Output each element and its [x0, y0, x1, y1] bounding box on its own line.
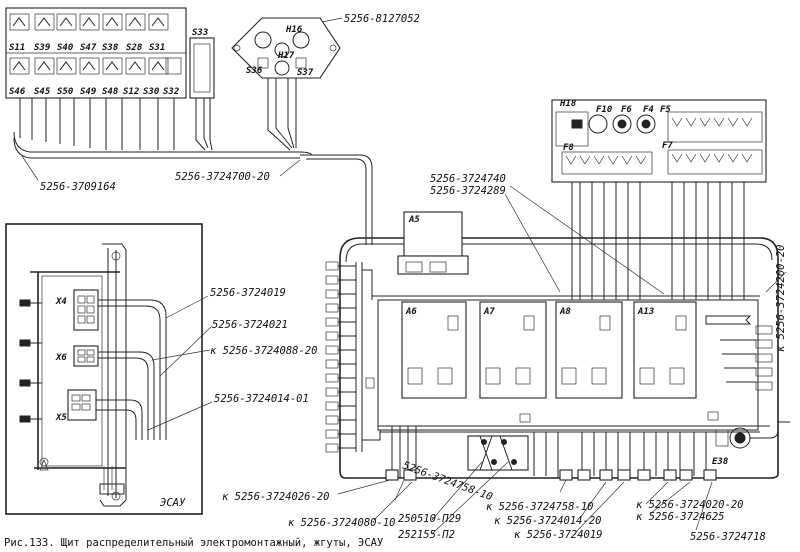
esau-inset: X4 X6 X5 ЭСАУ	[5, 223, 203, 515]
switch-label-s45: S45	[34, 87, 51, 97]
a6-label: A6	[405, 307, 417, 317]
label-3724718: 5256-3724718	[690, 531, 766, 543]
s33-label: S33	[192, 28, 208, 38]
switch-label-s38: S38	[102, 43, 118, 53]
harness-3724740	[571, 182, 745, 300]
label-3709164: 5256-3709164	[40, 181, 116, 193]
a5-label: A5	[408, 215, 420, 225]
f6-label: F6	[621, 105, 632, 115]
fuse-block: H18 F10 F6 F4 F5 F7 F8	[551, 99, 767, 183]
h18-label: H18	[559, 99, 576, 109]
label-3724740: 5256-3724740	[430, 173, 506, 185]
switch-label-s47: S47	[80, 43, 97, 53]
f10-label: F10	[596, 105, 613, 115]
switch-label-s50: S50	[57, 87, 74, 97]
switch-label-s31: S31	[149, 43, 165, 53]
switch-label-s49: S49	[80, 87, 96, 97]
e38-label: E38	[712, 457, 728, 467]
a8-label: A8	[559, 307, 571, 317]
label-3724020-20: к 5256-3724020-20	[636, 499, 743, 511]
esau-title: ЭСАУ	[160, 497, 186, 509]
label-3724021: 5256-3724021	[212, 319, 288, 331]
f8-label: F8	[563, 143, 574, 153]
switch-label-s30: S30	[143, 87, 160, 97]
switch-label-s46: S46	[9, 87, 26, 97]
s37-label: S37	[297, 68, 314, 78]
indicator-plate-8127052: H16 H17 S36 S37 5256-8127052	[231, 13, 420, 151]
label-8127052: 5256-8127052	[344, 13, 420, 25]
h17-label: H17	[277, 51, 295, 61]
switch-label-s28: S28	[126, 43, 142, 53]
switch-s33: S33	[189, 28, 215, 151]
label-3724700-20: 5256-3724700-20	[175, 171, 270, 183]
figure-caption: Рис.133. Щит распределительный электромо…	[4, 537, 383, 549]
label-3724019: 5256-3724019	[210, 287, 286, 299]
switch-label-s40: S40	[57, 43, 74, 53]
label-3724014-20: к 5256-3724014-20	[494, 515, 601, 527]
switch-panel: S11 S39 S40 S47 S38 S28 S31 S46 S45 S50 …	[5, 7, 187, 99]
main-panel: A5 A6 A7 A8 A13	[325, 211, 790, 481]
f5-label: F5	[660, 105, 671, 115]
x4-label: X4	[55, 297, 67, 307]
switch-label-s39: S39	[34, 43, 50, 53]
label-3724026-20: к 5256-3724026-20	[222, 491, 329, 503]
h16-label: H16	[285, 25, 303, 35]
a13-label: A13	[637, 307, 654, 317]
switch-label-s48: S48	[102, 87, 118, 97]
label-3724289: 5256-3724289	[430, 185, 506, 197]
switch-label-s12: S12	[123, 87, 139, 97]
s36-label: S36	[246, 66, 263, 76]
label-3724088-20: к 5256-3724088-20	[210, 345, 317, 357]
label-3724758-10b: к 5256-3724758-10	[486, 501, 593, 513]
harness-3709164	[13, 98, 373, 245]
label-3724625: к 5256-3724625	[636, 511, 725, 523]
switch-label-s11: S11	[9, 43, 25, 53]
f4-label: F4	[643, 105, 654, 115]
label-3724080-10: к 5256-3724080-10	[288, 517, 395, 529]
label-3724019b: к 5256-3724019	[514, 529, 603, 541]
label-3724014-01: 5256-3724014-01	[214, 393, 309, 405]
label-3724200-20: к 5256-3724200-20	[775, 245, 787, 352]
x5-label: X5	[55, 413, 67, 423]
x6-label: X6	[55, 353, 67, 363]
label-250510: 250510-П29	[398, 513, 461, 525]
switch-label-s32: S32	[163, 87, 179, 97]
label-252155: 252155-П2	[398, 529, 455, 541]
a7-label: A7	[483, 307, 495, 317]
f7-label: F7	[662, 141, 673, 151]
